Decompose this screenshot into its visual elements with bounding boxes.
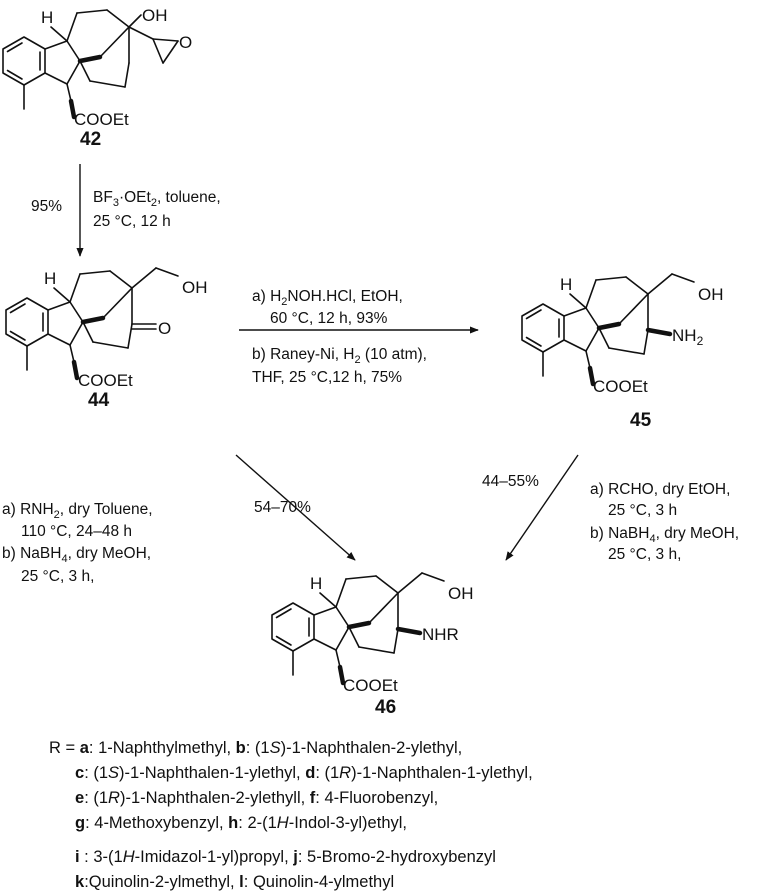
step-45-46-a-reagents: a) RCHO, dry EtOH, xyxy=(590,481,730,498)
c42-hydroxyl: OH xyxy=(142,6,168,25)
step-44-46-b-conditions: 25 °C, 3 h, xyxy=(21,568,94,585)
c45-hydrogen: H xyxy=(560,275,572,294)
c42-ester: COOEt xyxy=(74,110,129,129)
r-group-name-b: )-1-Naphthalen-2-ylethyl xyxy=(281,739,458,757)
step-44-46-a-conditions: 110 °C, 24–48 h xyxy=(21,523,132,540)
step-44-46-yield: 54–70% xyxy=(254,499,311,516)
compound-42: H OH O COOEt 42 xyxy=(3,6,192,150)
step-42-44-temperature: 25 °C, 12 h xyxy=(93,213,171,230)
step-44-45-b-conditions: THF, 25 °C,12 h, 75% xyxy=(252,369,402,386)
r-group-name-c: )-1-Naphthalen-1-ylethyl xyxy=(119,764,296,782)
r-group-key-i: i xyxy=(75,848,80,866)
c45-ester: COOEt xyxy=(593,377,648,396)
r-group-line-3: e: (1R)-1-Naphthalen-2-ylethyll, f: 4-Fl… xyxy=(75,789,438,807)
r-group-name-i: H xyxy=(123,848,135,866)
r-group-name-c: S xyxy=(108,764,119,782)
compound-45-number: 45 xyxy=(630,410,652,431)
step-45-46-b-conditions: 25 °C, 3 h, xyxy=(608,546,681,563)
step-45-46-a-conditions: 25 °C, 3 h xyxy=(608,502,677,519)
compound-46-number: 46 xyxy=(375,697,396,718)
compound-46: H OH NHR COOEt 46 xyxy=(272,572,474,718)
c46-amine: NHR xyxy=(422,625,459,644)
r-group-line-4: g: 4-Methoxybenzyl, h: 2-(1H-Indol-3-yl)… xyxy=(75,814,407,832)
r-group-name-c: (1 xyxy=(93,764,108,782)
r-group-name-d: R xyxy=(339,764,351,782)
c46-hydrogen: H xyxy=(310,574,322,593)
r-group-name-l: Quinolin-4-ylmethyl xyxy=(253,873,394,891)
r-group-name-b: S xyxy=(270,739,281,757)
step-44-45-a-reagents: a) H2NOH.HCl, EtOH, xyxy=(252,288,403,308)
r-group-name-b: (1 xyxy=(255,739,270,757)
c44-hydroxyl: OH xyxy=(182,278,208,297)
c46-hydroxyl: OH xyxy=(448,584,474,603)
r-group-key-c: c xyxy=(75,764,84,782)
r-group-key-h: h xyxy=(228,814,238,832)
r-group-key-g: g xyxy=(75,814,85,832)
arrow-44-to-46 xyxy=(235,454,356,561)
c45-amine: NH2 xyxy=(672,326,704,348)
r-group-name-g: 4-Methoxybenzyl xyxy=(94,814,219,832)
r-group-key-b: b xyxy=(236,739,246,757)
r-group-list: R = a: 1-Naphthylmethyl, b: (1S)-1-Napht… xyxy=(49,739,533,891)
r-group-name-e: )-1-Naphthalen-2-ylethyll xyxy=(120,789,301,807)
compound-44: H OH O COOEt 44 xyxy=(6,267,208,411)
step-42-44-yield: 95% xyxy=(31,198,62,215)
r-group-line-1: R = a: 1-Naphthylmethyl, b: (1S)-1-Napht… xyxy=(49,739,462,757)
r-group-name-e: (1 xyxy=(93,789,108,807)
r-group-line-6: k:Quinolin-2-ylmethyl, l: Quinolin-4-ylm… xyxy=(75,873,394,891)
r-group-name-h: -Indol-3-yl)ethyl xyxy=(289,814,403,832)
r-group-name-f: 4-Fluorobenzyl xyxy=(324,789,433,807)
r-group-name-k: Quinolin-2-ylmethyl xyxy=(89,873,230,891)
r-group-name-a: 1-Naphthylmethyl xyxy=(98,739,226,757)
step-42-44-reagents: BF3·OEt2, toluene, xyxy=(93,189,221,209)
r-group-name-i: 3-(1 xyxy=(93,848,122,866)
arrow-45-to-46 xyxy=(505,454,579,561)
step-44-45-a-conditions: 60 °C, 12 h, 93% xyxy=(270,310,388,327)
c42-epoxide-oxygen: O xyxy=(179,33,192,52)
c45-hydroxyl: OH xyxy=(698,285,724,304)
c44-ketone-oxygen: O xyxy=(158,319,171,338)
r-group-key-e: e xyxy=(75,789,84,807)
compound-44-number: 44 xyxy=(88,390,110,411)
r-group-prefix: R = xyxy=(49,739,80,757)
r-group-name-d: )-1-Naphthalen-1-ylethyl xyxy=(351,764,528,782)
c44-hydrogen: H xyxy=(44,269,56,288)
c42-hydrogen: H xyxy=(41,8,53,27)
step-45-46-yield: 44–55% xyxy=(482,473,539,490)
r-group-line-5: i : 3-(1H-Imidazol-1-yl)propyl, j: 5-Bro… xyxy=(75,848,496,866)
r-group-name-h: H xyxy=(277,814,289,832)
step-44-46-b-reagents: b) NaBH4, dry MeOH, xyxy=(2,545,151,565)
step-44-45-b-reagents: b) Raney-Ni, H2 (10 atm), xyxy=(252,346,427,366)
r-group-name-j: 5-Bromo-2-hydroxybenzyl xyxy=(307,848,496,866)
step-44-46-a-reagents: a) RNH2, dry Toluene, xyxy=(2,501,153,521)
r-group-key-d: d xyxy=(305,764,315,782)
r-group-key-l: l xyxy=(239,873,244,891)
compound-45: H OH NH2 COOEt 45 xyxy=(522,273,724,431)
r-group-key-f: f xyxy=(310,789,316,807)
c46-ester: COOEt xyxy=(343,676,398,695)
r-group-name-e: R xyxy=(108,789,120,807)
r-group-key-k: k xyxy=(75,873,85,891)
r-group-key-j: j xyxy=(292,848,298,866)
step-45-46-b-reagents: b) NaBH4, dry MeOH, xyxy=(590,525,739,545)
compound-42-number: 42 xyxy=(80,129,101,150)
r-group-name-h: 2-(1 xyxy=(247,814,276,832)
r-group-name-d: (1 xyxy=(324,764,339,782)
r-group-line-2: c: (1S)-1-Naphthalen-1-ylethyl, d: (1R)-… xyxy=(75,764,533,782)
c44-ester: COOEt xyxy=(78,371,133,390)
r-group-key-a: a xyxy=(80,739,90,757)
r-group-name-i: -Imidazol-1-yl)propyl xyxy=(135,848,284,866)
